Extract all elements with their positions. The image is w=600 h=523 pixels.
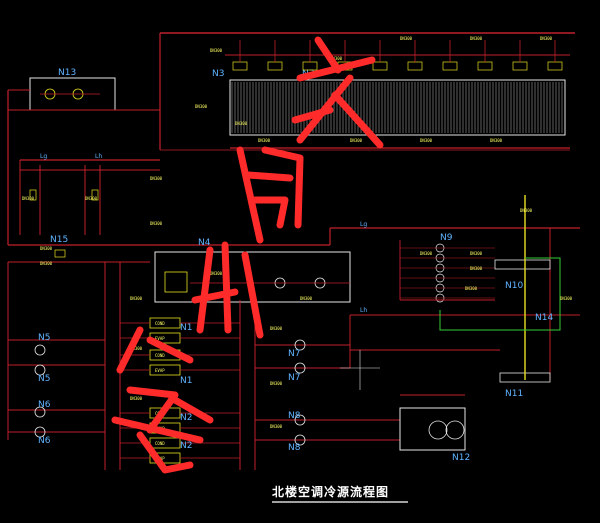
fan-icon bbox=[407, 61, 423, 71]
node-label-n1a: N1 bbox=[180, 323, 192, 333]
pipe-size-label: DN300 bbox=[465, 286, 478, 291]
pipe-size-label: DN300 bbox=[270, 326, 283, 331]
pipe-size-label: DN300 bbox=[560, 296, 573, 301]
pipe-size-label: DN300 bbox=[300, 296, 313, 301]
node-label-n6b: N6 bbox=[38, 436, 51, 446]
pumps-left: N5 N5 N6 N6 bbox=[7, 262, 105, 446]
node-label-n15: N15 bbox=[50, 235, 68, 245]
cond-label: COND bbox=[155, 353, 165, 358]
node-label-n12: N12 bbox=[452, 453, 470, 463]
evap-label: EVAP bbox=[155, 368, 165, 373]
pipe-label-lg1: Lg bbox=[40, 153, 47, 160]
node-label-n8b: N8 bbox=[288, 443, 301, 453]
node-label-n3a: N3 bbox=[212, 69, 224, 79]
n13-unit: N13 bbox=[7, 68, 160, 245]
cond-label: COND bbox=[155, 441, 165, 446]
node-label-n7b: N7 bbox=[288, 373, 300, 383]
cooling-tower-array: N3 N3 bbox=[159, 32, 575, 151]
main-headers: Lg Lh bbox=[8, 221, 580, 380]
pipe-size-label: DN300 bbox=[490, 138, 503, 143]
pipe-size-label: DN300 bbox=[210, 271, 223, 276]
pipe-size-label: DN300 bbox=[40, 261, 53, 266]
fan-icon bbox=[267, 61, 283, 71]
pipe-size-label: DN300 bbox=[540, 36, 553, 41]
fan-icon bbox=[372, 61, 388, 71]
n12-unit: N12 bbox=[399, 394, 470, 463]
node-label-n11: N11 bbox=[505, 389, 523, 399]
cond-label: COND bbox=[155, 321, 165, 326]
node-label-n4: N4 bbox=[198, 238, 211, 248]
diagram-title-text: 北楼空调冷源流程图 bbox=[272, 484, 389, 499]
pipe-size-label: DN300 bbox=[130, 296, 143, 301]
node-label-n5a: N5 bbox=[38, 333, 50, 343]
pipe-size-label: DN300 bbox=[40, 246, 53, 251]
node-label-n10: N10 bbox=[505, 281, 523, 291]
fan-icon bbox=[547, 61, 563, 71]
pipe-label-lh1: Lh bbox=[95, 153, 102, 160]
pipe-size-label: DN300 bbox=[270, 381, 283, 386]
fan-icon bbox=[477, 61, 493, 71]
n15-unit: N15 bbox=[50, 235, 68, 258]
pipe-size-label: DN300 bbox=[195, 104, 208, 109]
fan-icon bbox=[442, 61, 458, 71]
pipe-size-label: DN300 bbox=[420, 138, 433, 143]
pipe-size-label: DN300 bbox=[150, 176, 163, 181]
pipe-size-label: DN300 bbox=[350, 138, 363, 143]
pipe-size-label: DN300 bbox=[470, 266, 483, 271]
node-label-n2b: N2 bbox=[180, 441, 192, 451]
pipe-size-label: DN300 bbox=[150, 221, 163, 226]
pipe-size-label: DN300 bbox=[270, 424, 283, 429]
pipe-size-label: DN300 bbox=[330, 56, 343, 61]
evap-label: EVAP bbox=[155, 336, 165, 341]
pipe-label-lh2: Lh bbox=[360, 307, 367, 314]
node-label-n1b: N1 bbox=[180, 376, 192, 386]
fan-icon bbox=[512, 61, 528, 71]
node-label-n8a: N8 bbox=[288, 411, 301, 421]
pipe-size-label: DN300 bbox=[520, 208, 533, 213]
pipe-size-label: DN300 bbox=[22, 196, 35, 201]
node-label-n7a: N7 bbox=[288, 349, 300, 359]
pipe-size-label: DN300 bbox=[130, 346, 143, 351]
pipe-size-label: DN300 bbox=[210, 48, 223, 53]
pipe-size-label: DN300 bbox=[235, 121, 248, 126]
cooling-water-risers: Lg Lh bbox=[19, 153, 160, 235]
node-label-n9: N9 bbox=[440, 233, 453, 243]
pipe-size-label: DN300 bbox=[400, 36, 413, 41]
node-label-n13: N13 bbox=[58, 68, 76, 78]
node-label-n2a: N2 bbox=[180, 413, 192, 423]
node-label-n14: N14 bbox=[535, 313, 553, 323]
pipe-size-label: DN300 bbox=[130, 396, 143, 401]
pipe-size-label: DN300 bbox=[470, 251, 483, 256]
fan-icon bbox=[232, 61, 248, 71]
pipe-size-label: DN300 bbox=[470, 36, 483, 41]
node-label-n5b: N5 bbox=[38, 374, 50, 384]
pipe-size-label: DN300 bbox=[85, 196, 98, 201]
diagram-title: 北楼空调冷源流程图 bbox=[272, 484, 408, 503]
pipe-size-label: DN300 bbox=[420, 251, 433, 256]
pipe-size-label: DN300 bbox=[258, 138, 271, 143]
watermark bbox=[111, 36, 384, 474]
manifolds-right: N9 N10 N11 N14 bbox=[399, 195, 561, 399]
node-label-n6a: N6 bbox=[38, 400, 51, 410]
pipe-label-lg2: Lg bbox=[360, 221, 367, 228]
pumps-centre: N7 N7 N8 N8 bbox=[255, 315, 400, 453]
